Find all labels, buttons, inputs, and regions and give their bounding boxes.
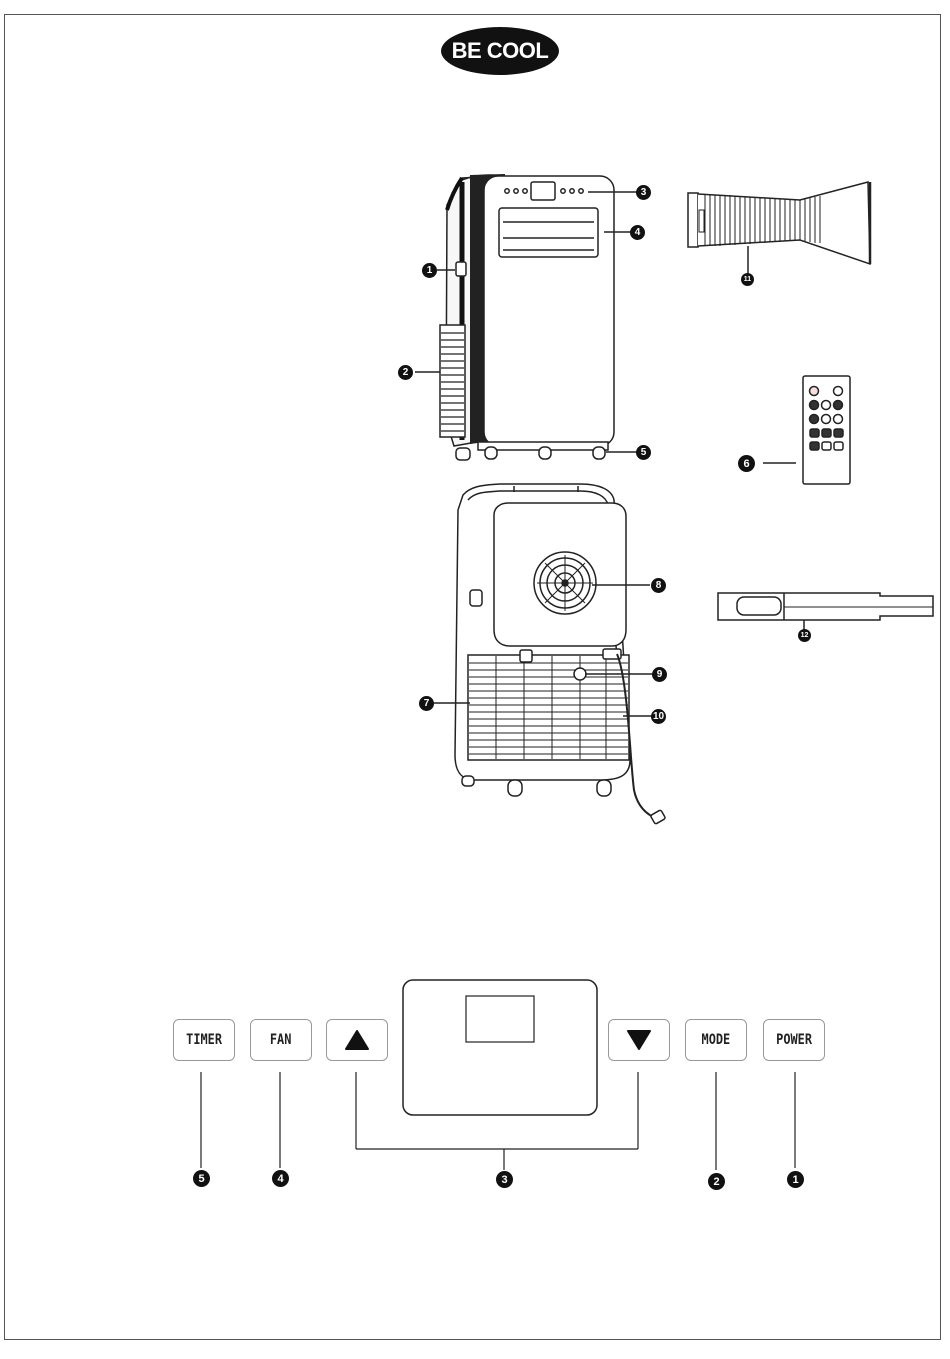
- mode-button-label: MODE: [702, 1032, 731, 1048]
- callout-3: 3: [636, 185, 651, 200]
- callout-9: 9: [652, 667, 667, 682]
- callout-7: 7: [419, 696, 434, 711]
- unit-front-view: [415, 174, 637, 460]
- callout-5: 5: [636, 445, 651, 460]
- control-panel-outline: [201, 980, 795, 1170]
- callout-2: 2: [398, 365, 413, 380]
- panel-callout-4: 4: [272, 1170, 289, 1187]
- power-button[interactable]: POWER: [763, 1019, 825, 1061]
- panel-callout-3: 3: [496, 1171, 513, 1188]
- callout-4: 4: [630, 225, 645, 240]
- panel-callout-1: 1: [787, 1171, 804, 1188]
- callout-12: 12: [798, 629, 811, 642]
- callout-11: 11: [741, 273, 754, 286]
- timer-button[interactable]: TIMER: [173, 1019, 235, 1061]
- exhaust-hose: [688, 182, 870, 273]
- down-button[interactable]: [608, 1019, 670, 1061]
- callout-8: 8: [651, 578, 666, 593]
- timer-button-label: TIMER: [186, 1032, 222, 1048]
- unit-back-view: [434, 484, 666, 824]
- fan-button-label: FAN: [270, 1032, 292, 1048]
- mode-button[interactable]: MODE: [685, 1019, 747, 1061]
- up-button[interactable]: [326, 1019, 388, 1061]
- panel-callout-5: 5: [193, 1170, 210, 1187]
- triangle-down-icon: [626, 1029, 652, 1051]
- power-button-label: POWER: [776, 1032, 812, 1048]
- callout-1: 1: [422, 263, 437, 278]
- panel-callout-2: 2: [708, 1173, 725, 1190]
- callout-6: 6: [738, 455, 755, 472]
- triangle-up-icon: [344, 1029, 370, 1051]
- fan-button[interactable]: FAN: [250, 1019, 312, 1061]
- window-slider-kit: [718, 593, 933, 632]
- callout-10: 10: [651, 709, 666, 724]
- remote-control: [763, 376, 850, 484]
